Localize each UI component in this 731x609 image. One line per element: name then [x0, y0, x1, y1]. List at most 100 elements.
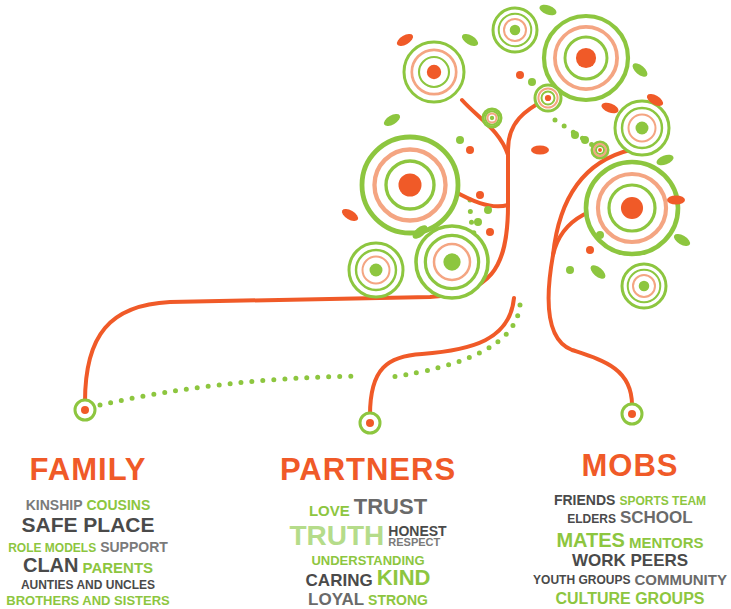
branch-end [622, 404, 642, 424]
ring-circle [586, 162, 678, 254]
ring [485, 111, 498, 124]
dotted-root [100, 376, 360, 405]
word-cloud-word: AUNTIES AND UNCLES [21, 579, 155, 591]
word-cloud-word: LOYAL [308, 591, 364, 608]
word-cloud-word: MATES [556, 530, 625, 550]
word-cloud-word: SPORTS TEAM [619, 495, 706, 507]
ring [609, 185, 655, 231]
ring-dot [636, 122, 649, 135]
ring-dot [621, 197, 643, 219]
dot [596, 231, 604, 239]
ring-circle [535, 85, 561, 111]
ring-dot [576, 48, 596, 68]
branch [85, 205, 508, 402]
dot [581, 136, 589, 144]
dot [466, 146, 474, 154]
word-cloud-word: COMMUNITY [634, 572, 727, 587]
ring-circle [416, 226, 488, 298]
ring [622, 264, 666, 308]
ring [386, 161, 434, 209]
ring [596, 146, 604, 154]
dot [456, 136, 464, 144]
leaf [588, 263, 608, 281]
word-cloud-word: SAFE PLACE [21, 514, 154, 535]
word-cloud-word: FRIENDS [554, 493, 615, 507]
ring [356, 250, 396, 290]
ring [565, 37, 607, 79]
ring-circle [622, 264, 666, 308]
word-cloud-word: SUPPORT [100, 540, 168, 554]
ring [363, 257, 390, 284]
word-cloud-word: CLAN [23, 555, 79, 575]
ring [483, 109, 501, 127]
word-cloud-word: SCHOOL [620, 509, 693, 526]
ring [538, 88, 557, 107]
canopy [340, 3, 692, 308]
leaf [655, 153, 675, 168]
ring-circle [493, 8, 537, 52]
ring [434, 244, 470, 280]
ring [504, 19, 526, 41]
ring [615, 101, 669, 155]
word-cloud-word: PARENTS [82, 560, 153, 575]
branch-end-dot [366, 419, 374, 427]
group-heading: FAMILY [30, 454, 147, 485]
ring-circle [362, 137, 458, 233]
leaf [395, 32, 415, 49]
word-cloud-word: KINSHIP [26, 498, 83, 512]
ring [488, 114, 497, 123]
leaf [460, 32, 480, 49]
ring [594, 144, 606, 156]
ring [362, 137, 458, 233]
dot [484, 206, 492, 214]
ring [404, 42, 464, 102]
ring [629, 115, 656, 142]
dot [474, 218, 482, 226]
word-cloud-word: CARING [306, 572, 373, 589]
word-cloud-word: TRUTH [289, 522, 384, 550]
ring-dot [510, 25, 521, 36]
leaf [531, 146, 549, 155]
leaf [600, 101, 620, 116]
ring [419, 57, 449, 87]
ring [622, 108, 662, 148]
branch-end [75, 400, 95, 420]
branch [452, 190, 508, 206]
ring [628, 270, 661, 303]
ring-dot [545, 95, 551, 101]
ring-circle [592, 142, 608, 158]
dot [516, 71, 524, 79]
ring-circle [349, 243, 403, 297]
dot [566, 266, 574, 274]
word-cloud-word: CULTURE GROUPS [555, 591, 704, 607]
ring [542, 92, 555, 105]
branch-end-dot [81, 406, 89, 414]
ring-dot [370, 264, 383, 277]
word-cloud-word: LOVE [309, 503, 350, 518]
branches [85, 98, 632, 415]
word-cloud-word: KIND [377, 567, 431, 589]
branch [370, 298, 514, 415]
ring-dot [598, 148, 602, 152]
branch-ends [75, 400, 642, 433]
word-cloud-word: TRUST [354, 496, 427, 518]
ring-dot [639, 281, 650, 292]
leaf [410, 223, 430, 241]
word-cloud-word: YOUTH GROUPS [533, 574, 630, 586]
word-cloud-word: STRONG [368, 593, 428, 607]
dot [528, 78, 536, 86]
ring [425, 235, 478, 288]
ring [633, 275, 655, 297]
word-cloud-word: COUSINS [87, 498, 151, 512]
ring-dot [490, 116, 494, 120]
ring [493, 8, 537, 52]
leaf [667, 196, 685, 205]
ring [598, 174, 666, 242]
ring [535, 85, 561, 111]
word-cloud-word: ELDERS [567, 513, 616, 525]
ring [592, 142, 608, 158]
ring-circle [483, 109, 501, 127]
branch-end-dot [628, 410, 636, 418]
ring [586, 162, 678, 254]
leaf [630, 61, 650, 79]
